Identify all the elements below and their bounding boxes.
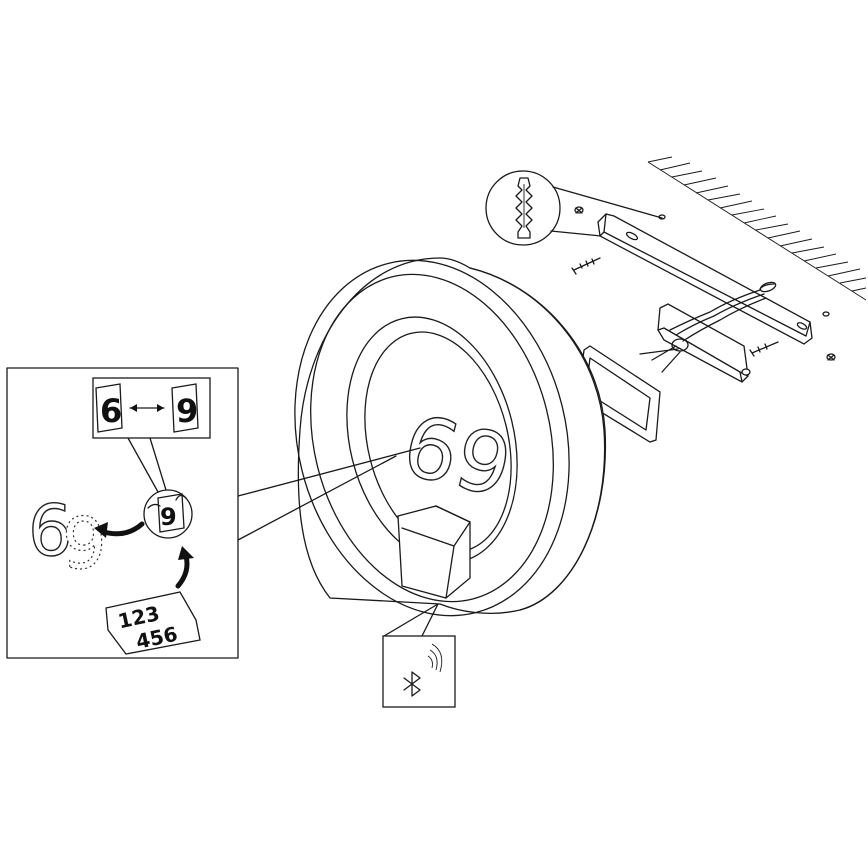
screw-icon (571, 206, 836, 361)
signal-waves-icon (427, 643, 443, 673)
swap-detail-digit: 9 (160, 503, 177, 531)
sticker-sheet: 123 456 (105, 591, 201, 655)
wall-plug-detail (485, 170, 663, 246)
mounting-bracket (597, 213, 813, 345)
leader-lines (237, 447, 439, 637)
result-dotted-digit: 9 (62, 503, 107, 585)
swap-detail-circle: 9 (143, 489, 193, 539)
swap-left-digit: 6 (100, 392, 122, 430)
curved-arrow-icon (175, 546, 194, 589)
instruction-panel: 6 9 9 6 9 (6, 367, 239, 659)
swap-arrow-icon (129, 404, 165, 412)
bluetooth-panel (382, 635, 456, 708)
wall-plug-icon (515, 177, 533, 239)
back-plate (639, 289, 767, 383)
house-number-sign: 69 (294, 257, 607, 617)
swap-card: 6 9 (92, 377, 211, 439)
swap-right-digit: 9 (176, 392, 198, 430)
result-digits: 6 9 (27, 489, 107, 585)
curved-arrow-icon (94, 521, 145, 538)
bluetooth-icon (403, 671, 421, 697)
wall-hatching (647, 156, 867, 301)
result-solid-digit: 6 (28, 490, 73, 572)
